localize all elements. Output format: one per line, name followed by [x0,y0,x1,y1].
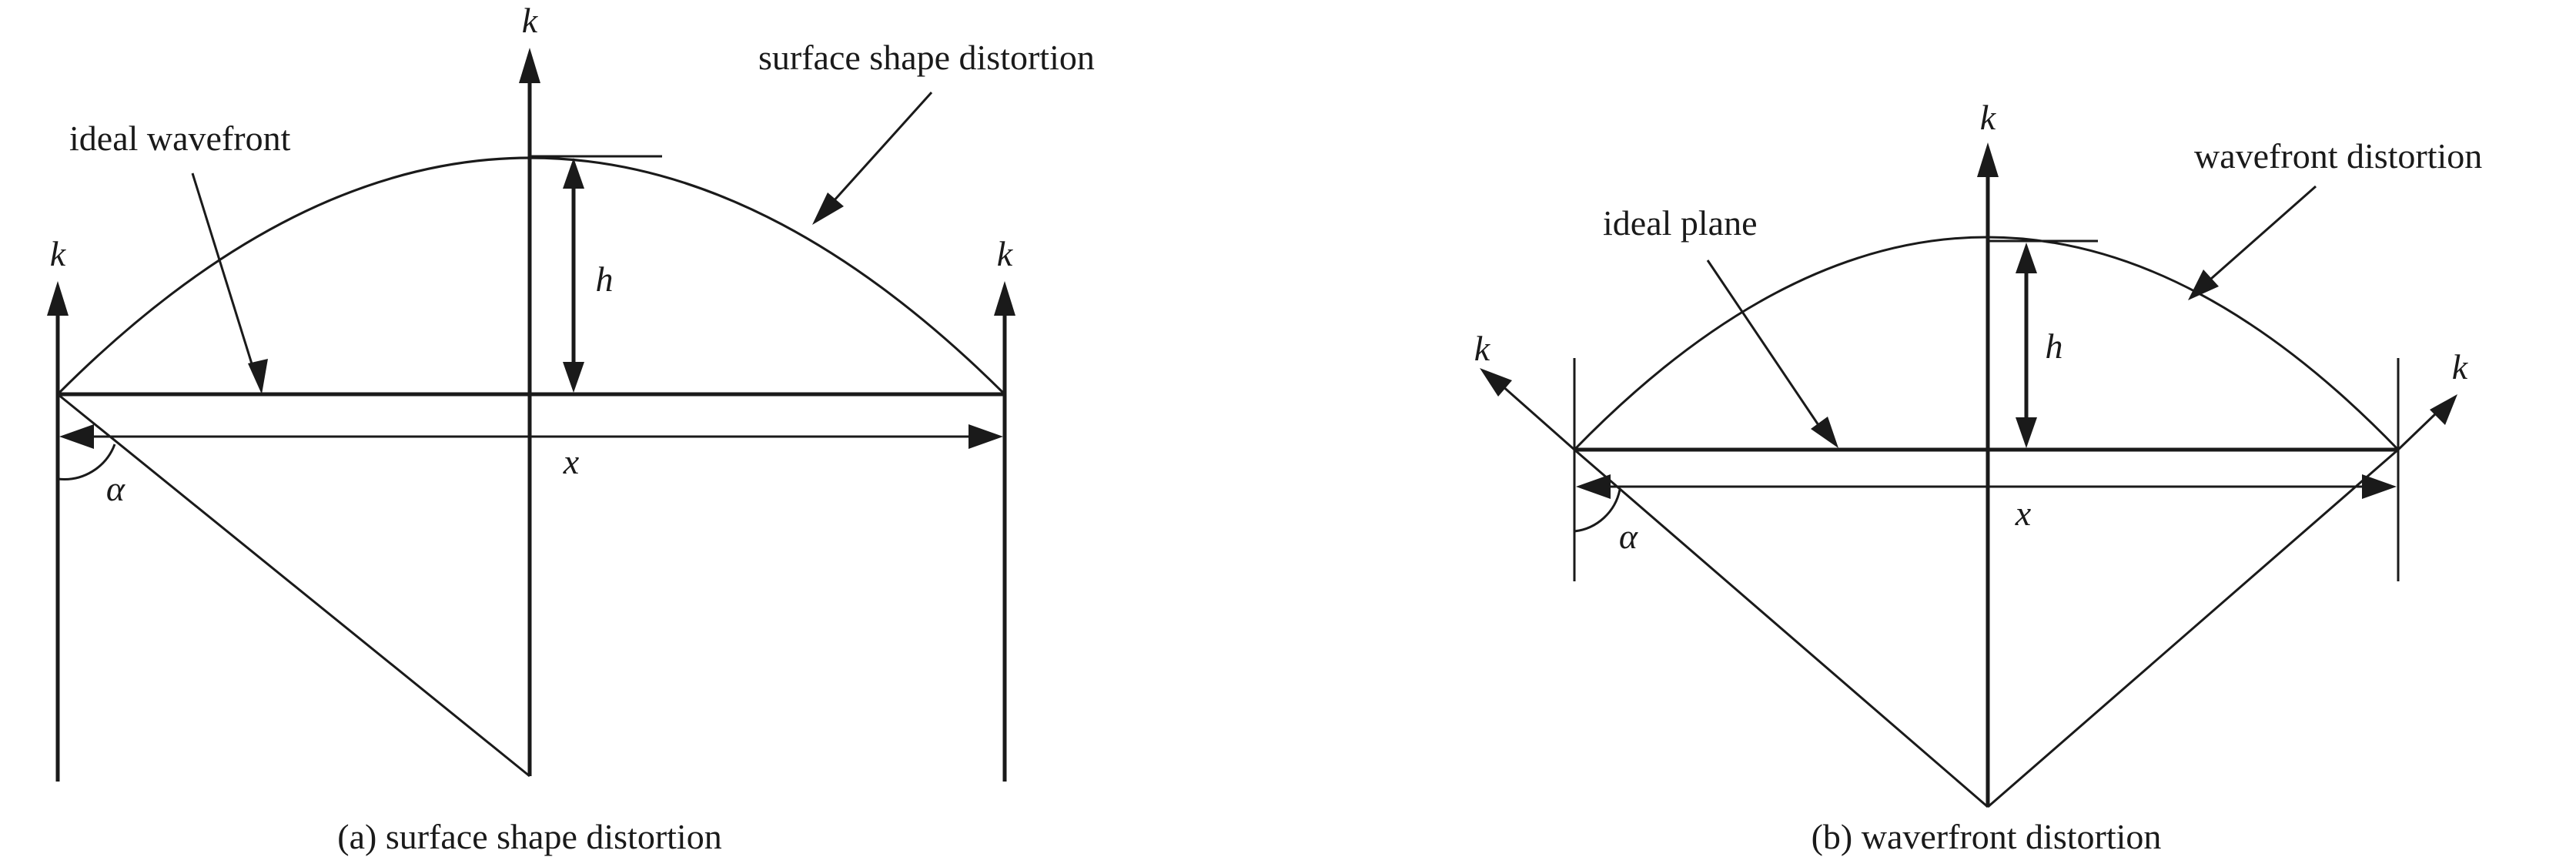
b-right-k-line [2397,411,2438,451]
b-x-label: x [2015,494,2032,533]
b-wavefront-arc [1573,236,2400,451]
b-h-label: h [2046,326,2063,366]
a-right-k-arrowhead [994,281,1015,316]
a-h-arrowhead-top [563,158,584,189]
b-h-arrowhead-bottom [2016,417,2037,448]
a-x-arrowhead-left [59,424,94,449]
b-left-k-arrowhead [1480,368,1512,397]
b-distortion-label: wavefront distortion [2194,136,2482,176]
b-left-diagonal-line [1574,448,1989,808]
a-center-k-arrowhead [519,48,540,83]
b-ideal-pointer-line [1706,259,1820,426]
b-alpha-label: α [1619,517,1638,556]
panel-a: k k k h x α ideal wavefront surface shap… [47,1,1095,856]
a-caption: (a) surface shape distortion [337,817,721,856]
a-distortion-label: surface shape distortion [758,38,1095,77]
a-diagonal-line [57,393,530,778]
a-x-arrowhead-right [969,424,1003,449]
b-x-arrowhead-left [1576,474,1611,499]
b-ideal-plane-label: ideal plane [1603,203,1758,243]
a-surface-arc [56,156,1006,396]
a-distortion-pointer-arrowhead [812,192,844,225]
panel-b: k k k h x α ideal plane wavefront distor… [1474,98,2483,856]
b-right-k-arrowhead [2430,394,2457,425]
a-alpha-label: α [106,469,125,508]
a-distortion-pointer-line [831,91,933,203]
b-center-k-arrowhead [1977,142,1999,177]
a-k-right-label: k [997,234,1014,273]
b-distortion-pointer-arrowhead [2188,269,2219,300]
b-h-arrowhead-top [2016,243,2037,273]
b-distortion-pointer-line [2210,185,2317,280]
a-x-label: x [563,442,580,481]
b-k-right-label: k [2452,347,2469,387]
a-left-k-arrowhead [47,281,69,316]
b-caption: (b) waverfront distortion [1812,817,2162,856]
a-k-left-label: k [50,234,67,273]
b-left-k-line [1500,383,1575,451]
b-k-top-label: k [1980,98,1997,137]
b-x-arrowhead-right [2362,474,2397,499]
a-ideal-wavefront-label: ideal wavefront [69,119,291,158]
a-h-label: h [596,259,614,299]
a-ideal-pointer-arrowhead [248,359,268,394]
a-ideal-pointer-line [191,172,256,372]
b-alpha-arc [1574,489,1621,533]
b-ideal-pointer-arrowhead [1811,417,1838,448]
b-right-diagonal-line [1987,448,2399,808]
b-k-left-label: k [1474,329,1491,368]
a-h-arrowhead-bottom [563,362,584,393]
a-k-top-label: k [522,1,539,40]
a-alpha-arc [57,444,116,480]
